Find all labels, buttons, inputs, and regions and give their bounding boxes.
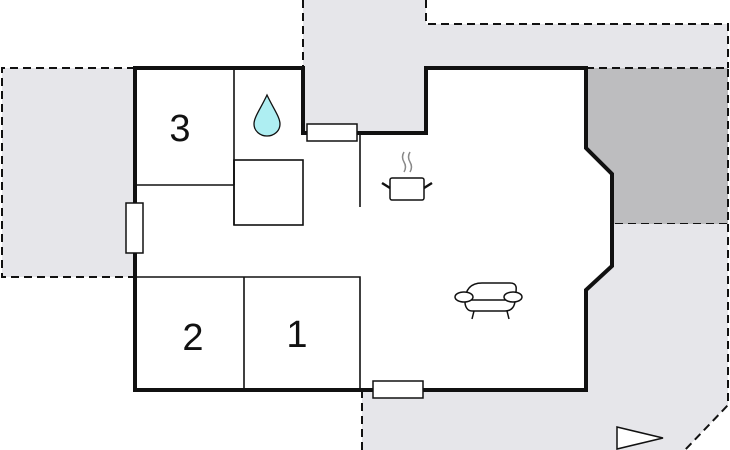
room-3-label: 3 bbox=[169, 108, 190, 150]
entrance-arrow-icon bbox=[616, 426, 664, 450]
interior-walls bbox=[135, 68, 361, 390]
window-bottom bbox=[372, 380, 424, 399]
window-top bbox=[306, 123, 358, 142]
room-2-label: 2 bbox=[182, 317, 203, 359]
covered-area bbox=[586, 68, 728, 224]
top-terrace-outline bbox=[302, 0, 729, 68]
bottom-terrace-outline bbox=[361, 224, 729, 450]
bottom-terrace bbox=[362, 224, 728, 450]
cooking-pot-icon bbox=[381, 151, 433, 201]
outer-walls bbox=[133, 66, 614, 392]
window-left bbox=[125, 202, 144, 254]
left-terrace bbox=[2, 68, 135, 277]
room-1-label: 1 bbox=[286, 314, 307, 356]
water-drop-icon bbox=[253, 93, 281, 137]
armchair-icon bbox=[454, 282, 523, 320]
left-terrace-outline bbox=[1, 67, 135, 278]
